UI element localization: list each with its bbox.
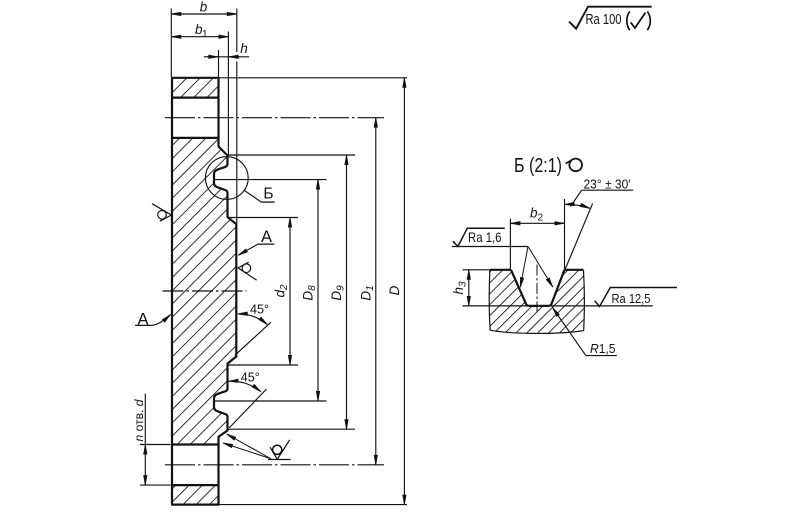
svg-text:Б (2:1): Б (2:1) [514, 155, 562, 177]
svg-text:2: 2 [538, 213, 544, 224]
svg-text:Ra 100: Ra 100 [586, 12, 622, 28]
svg-text:n отв. d: n отв. d [134, 399, 146, 442]
svg-text:h: h [240, 41, 248, 56]
svg-text:45°: 45° [241, 371, 260, 385]
svg-text:b: b [195, 22, 203, 37]
svg-text:Б: Б [263, 186, 273, 203]
svg-text:b: b [530, 206, 538, 221]
svg-text:d2: d2 [273, 284, 291, 298]
svg-text:D: D [387, 285, 402, 295]
svg-text:D9: D9 [329, 285, 347, 301]
svg-text:1: 1 [202, 29, 208, 40]
svg-text:А: А [261, 228, 272, 246]
svg-text:D8: D8 [301, 285, 319, 301]
svg-text:23° ± 30′: 23° ± 30′ [584, 177, 632, 192]
svg-text:45°: 45° [250, 303, 269, 317]
svg-text:D1: D1 [358, 285, 376, 300]
svg-text:b: b [200, 0, 208, 15]
svg-text:А: А [137, 311, 148, 329]
svg-text:h3: h3 [451, 281, 469, 295]
svg-text:R1,5: R1,5 [590, 342, 616, 356]
svg-text:Ra 1,6: Ra 1,6 [468, 229, 502, 245]
svg-text:Ra 12,5: Ra 12,5 [612, 292, 651, 306]
